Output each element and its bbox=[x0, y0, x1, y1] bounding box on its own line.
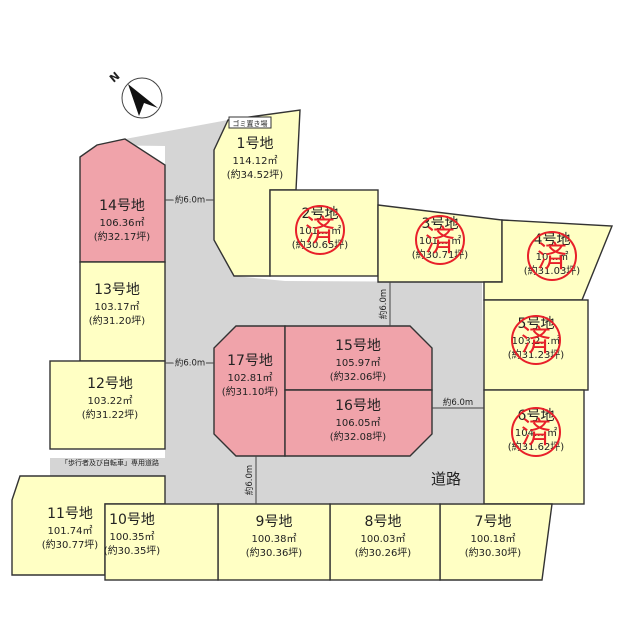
lot-2-name: 2号地 bbox=[302, 206, 339, 222]
sold-stamp-5 bbox=[511, 315, 561, 365]
lot-10-name: 10号地 bbox=[109, 512, 155, 528]
distance-label-1: 約6.0m bbox=[175, 195, 205, 206]
garbage-spot bbox=[228, 116, 272, 129]
lot-16-tsubo: (約32.08坪) bbox=[330, 430, 387, 443]
lot-14-area: 106.36㎡ bbox=[100, 217, 145, 229]
lot-9[interactable] bbox=[217, 503, 331, 581]
sold-mark-6: 済 bbox=[521, 416, 551, 451]
sold-stamp-6 bbox=[511, 407, 561, 457]
lot-15-tsubo: (約32.06坪) bbox=[330, 370, 387, 383]
lot-16-name: 16号地 bbox=[335, 398, 381, 414]
lot-9-name: 9号地 bbox=[256, 514, 293, 530]
lot-17-tsubo: (約31.10坪) bbox=[222, 385, 279, 398]
pedestrian-path-label: 「歩行者及び自転車」専用道路 bbox=[61, 458, 159, 467]
lot-2-tsubo: (約30.65坪) bbox=[292, 238, 349, 251]
lot-11-tsubo: (約30.77坪) bbox=[42, 538, 99, 551]
lot-4-tsubo: (約31.03坪) bbox=[524, 264, 581, 277]
lot-3-name: 3号地 bbox=[422, 216, 459, 232]
road-label: 道路 bbox=[431, 470, 461, 488]
lot-16[interactable] bbox=[284, 389, 433, 457]
lot-1-area: 114.12㎡ bbox=[233, 155, 278, 167]
lot-2-area: 101.…㎡ bbox=[299, 225, 341, 237]
lot-13-tsubo: (約31.20坪) bbox=[89, 314, 146, 327]
lot-9-tsubo: (約30.36坪) bbox=[246, 546, 303, 559]
lot-1-name: 1号地 bbox=[237, 136, 274, 152]
dimension-lines bbox=[165, 199, 484, 504]
lot-15[interactable] bbox=[284, 325, 433, 391]
lot-9-area: 100.38㎡ bbox=[252, 533, 297, 545]
sold-mark-3: 済 bbox=[425, 224, 455, 259]
lot-8-tsubo: (約30.26坪) bbox=[355, 546, 412, 559]
lot-14-name: 14号地 bbox=[99, 198, 145, 214]
lot-12-area: 103.22㎡ bbox=[88, 395, 133, 407]
north-arrow-icon: N bbox=[107, 69, 163, 119]
sold-mark-2: 済 bbox=[305, 214, 335, 249]
north-label: N bbox=[107, 69, 122, 85]
lot-3-tsubo: (約30.71坪) bbox=[412, 248, 469, 261]
lot-7-tsubo: (約30.30坪) bbox=[465, 546, 522, 559]
lot-16-area: 106.05㎡ bbox=[336, 417, 381, 429]
lot-3-area: 101.…㎡ bbox=[419, 235, 461, 247]
lot-11-name: 11号地 bbox=[47, 506, 93, 522]
sold-mark-4: 済 bbox=[537, 240, 567, 275]
sold-stamp-3 bbox=[415, 215, 465, 265]
lot-12-tsubo: (約31.22坪) bbox=[82, 408, 139, 421]
sold-mark-5: 済 bbox=[521, 324, 551, 359]
distance-label-4: 約6.0m bbox=[378, 289, 389, 319]
lot-13-name: 13号地 bbox=[94, 282, 140, 298]
lot-15-area: 105.97㎡ bbox=[336, 357, 381, 369]
lot-6-tsubo: (約31.62坪) bbox=[508, 440, 565, 453]
lot-4-area: 10…㎡ bbox=[536, 251, 569, 263]
lot-11-area: 101.74㎡ bbox=[48, 525, 93, 537]
lot-12[interactable] bbox=[49, 360, 166, 450]
lot-5-area: 103.2…㎡ bbox=[512, 335, 561, 347]
lot-10-area: 100.35㎡ bbox=[110, 531, 155, 543]
sold-stamp-4 bbox=[527, 231, 577, 281]
lot-12-name: 12号地 bbox=[87, 376, 133, 392]
lot-6-name: 6号地 bbox=[518, 408, 555, 424]
lot-8-area: 100.03㎡ bbox=[361, 533, 406, 545]
lot-13[interactable] bbox=[79, 261, 166, 362]
lot-5-name: 5号地 bbox=[518, 316, 555, 332]
lot-7-name: 7号地 bbox=[475, 514, 512, 530]
distance-label-3: 約6.0m bbox=[443, 397, 473, 408]
lot-6-area: 104.…㎡ bbox=[515, 427, 557, 439]
lot-13-area: 103.17㎡ bbox=[95, 301, 140, 313]
lot-14-tsubo: (約32.17坪) bbox=[94, 230, 151, 243]
lot-5-tsubo: (約31.23坪) bbox=[508, 348, 565, 361]
garbage-label: ゴミ置き場 bbox=[233, 119, 268, 128]
lot-17-area: 102.81㎡ bbox=[228, 372, 273, 384]
lot-15-name: 15号地 bbox=[335, 338, 381, 354]
distance-label-2: 約6.0m bbox=[175, 358, 205, 369]
sold-stamp-2 bbox=[295, 205, 345, 255]
lot-7-area: 100.18㎡ bbox=[471, 533, 516, 545]
lot-17-name: 17号地 bbox=[227, 353, 273, 369]
lot-10[interactable] bbox=[104, 503, 219, 581]
lot-8-name: 8号地 bbox=[365, 514, 402, 530]
lot-10-tsubo: (約30.35坪) bbox=[104, 544, 161, 557]
lot-1-tsubo: (約34.52坪) bbox=[227, 168, 284, 181]
distance-label-5: 約6.0m bbox=[244, 465, 255, 495]
lot-4-name: 4号地 bbox=[534, 232, 571, 248]
